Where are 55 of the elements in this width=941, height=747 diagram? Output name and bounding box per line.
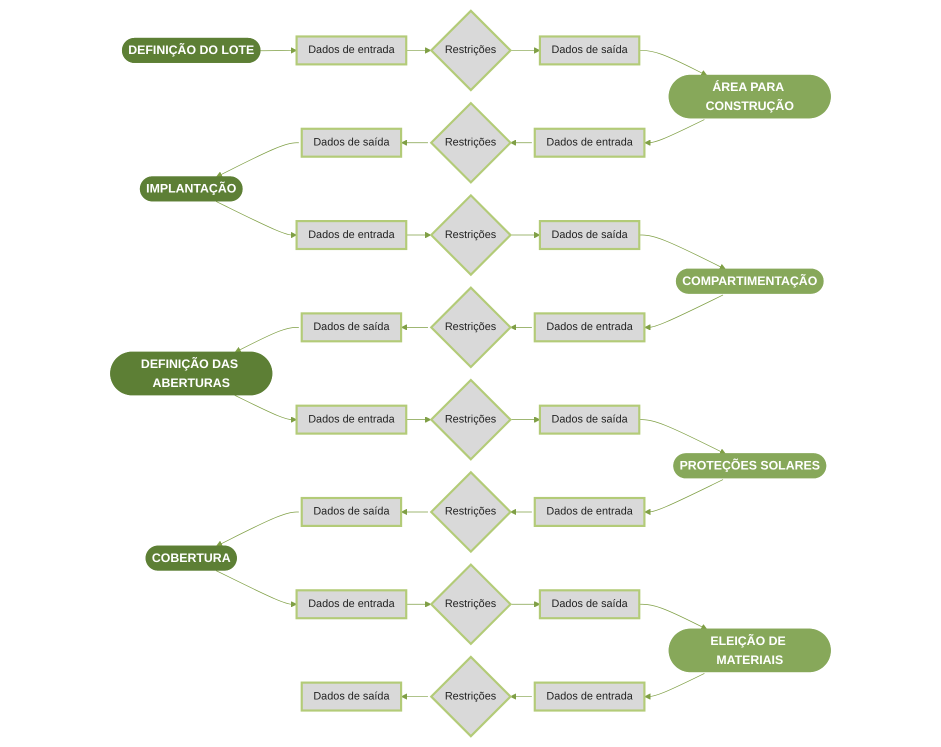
node-diamond: Restrições	[430, 655, 512, 738]
arrow	[644, 673, 705, 700]
arrow	[638, 50, 708, 76]
node-diamond: Restrições	[430, 378, 512, 461]
arrow	[401, 508, 428, 516]
node-box: Dados de entrada	[534, 496, 646, 527]
arrow	[406, 601, 432, 608]
arrow	[260, 47, 297, 54]
node-box: Dados de entrada	[296, 589, 408, 620]
arrow	[401, 324, 428, 331]
arrow	[510, 324, 532, 331]
arrow	[216, 570, 297, 608]
arrow	[216, 512, 300, 546]
arrow	[406, 416, 432, 423]
arrow	[406, 47, 432, 54]
node-box: Dados de entrada	[534, 682, 646, 712]
node-box: Dados de saída	[300, 128, 402, 158]
arrow	[401, 140, 428, 146]
arrow	[234, 394, 297, 423]
node-diamond: Restrições	[430, 194, 512, 276]
node-box: Dados de entrada	[534, 312, 646, 342]
node-diamond: Restrições	[430, 9, 512, 92]
node-box: Dados de saída	[300, 682, 402, 712]
arrow	[644, 294, 724, 331]
node-diamond: Restrições	[430, 563, 512, 646]
node-box: Dados de saída	[538, 404, 640, 435]
node-box: Dados de entrada	[534, 128, 646, 158]
node-box: Dados de saída	[300, 312, 402, 342]
arrow	[638, 234, 726, 270]
node-box: Dados de saída	[538, 220, 640, 250]
arrow	[644, 479, 724, 516]
node-box: Dados de saída	[300, 496, 402, 527]
arrow	[510, 232, 540, 238]
arrow	[216, 201, 297, 238]
node-diamond: Restrições	[430, 470, 512, 554]
node-box: Dados de entrada	[296, 220, 408, 250]
arrow	[216, 142, 300, 178]
node-box: Dados de entrada	[296, 35, 408, 66]
arrow	[638, 419, 726, 454]
arrow	[510, 416, 540, 423]
node-box: Dados de saída	[538, 589, 640, 620]
arrow	[510, 508, 532, 516]
arrow	[401, 693, 428, 700]
arrow	[638, 604, 708, 630]
node-box: Dados de entrada	[296, 404, 408, 435]
arrow	[510, 601, 540, 608]
arrow	[234, 326, 300, 353]
node-diamond: Restrições	[430, 102, 512, 184]
arrow	[406, 232, 432, 238]
node-diamond: Restrições	[430, 286, 512, 369]
arrow	[510, 140, 532, 146]
arrow	[510, 693, 532, 700]
arrow	[510, 47, 540, 54]
arrow	[644, 119, 705, 146]
node-box: Dados de saída	[538, 35, 640, 66]
